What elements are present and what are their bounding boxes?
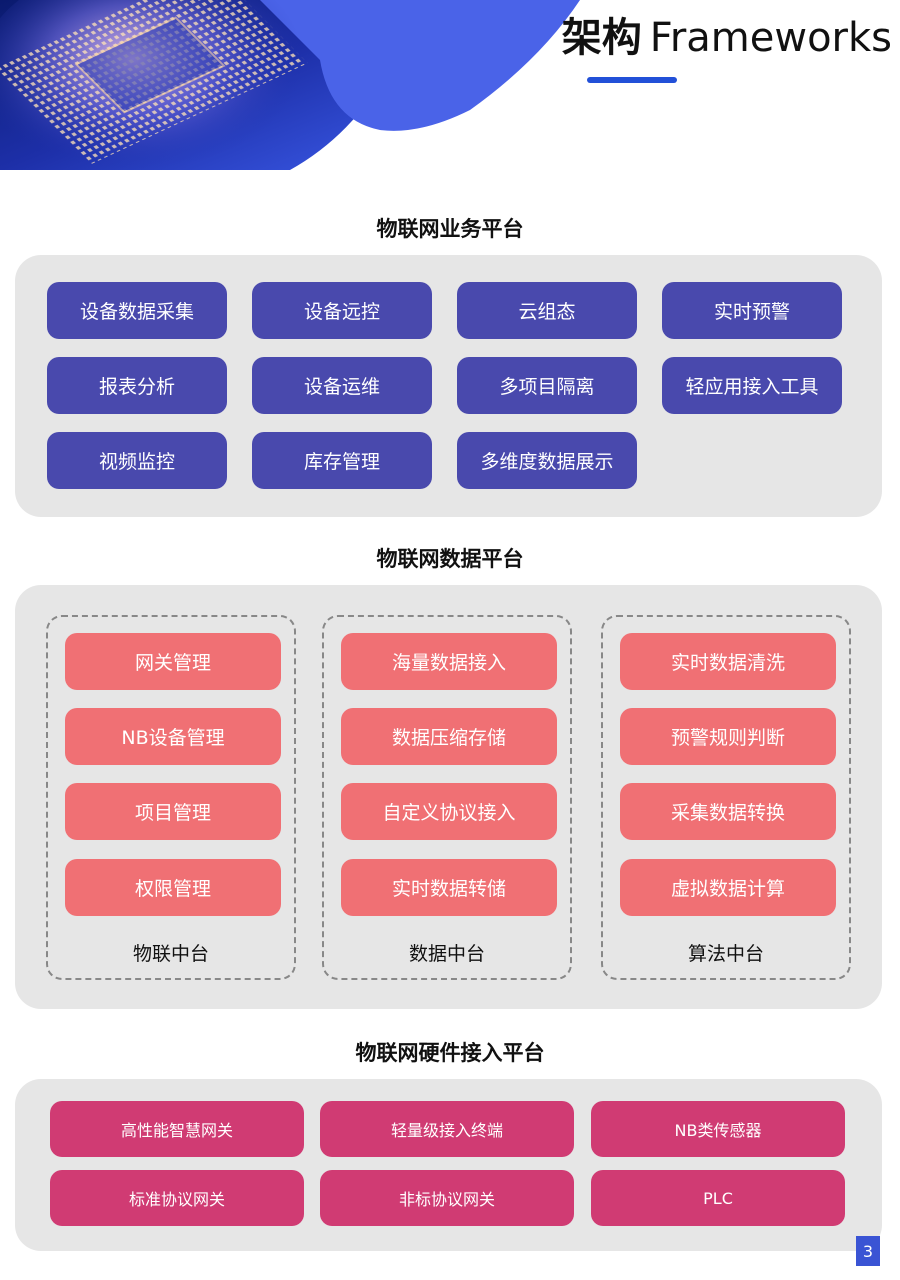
title-chinese: 架构 (561, 15, 642, 61)
business-item[interactable]: 多维度数据展示 (457, 432, 637, 489)
page-number: 3 (856, 1236, 880, 1266)
business-item[interactable]: 设备运维 (252, 357, 432, 414)
hardware-item[interactable]: 高性能智慧网关 (50, 1101, 304, 1157)
business-item[interactable]: 云组态 (457, 282, 637, 339)
data-item[interactable]: 权限管理 (65, 859, 281, 916)
group-label: 物联中台 (132, 943, 209, 965)
chip-illustration (0, 0, 580, 175)
business-item[interactable]: 设备远控 (252, 282, 432, 339)
group-data-middle-platform: 海量数据接入 数据压缩存储 自定义协议接入 实时数据转储 数据中台 (322, 615, 572, 980)
data-item[interactable]: 预警规则判断 (620, 708, 836, 765)
hardware-platform-panel: 高性能智慧网关 轻量级接入终端 NB类传感器 标准协议网关 非标协议网关 PLC (15, 1079, 882, 1251)
hardware-item[interactable]: 标准协议网关 (50, 1170, 304, 1226)
data-platform-panel: 网关管理 NB设备管理 项目管理 权限管理 物联中台 海量数据接入 数据压缩存储… (15, 585, 882, 1009)
title-underline (587, 77, 677, 83)
data-item[interactable]: 虚拟数据计算 (620, 859, 836, 916)
hardware-item[interactable]: PLC (591, 1170, 845, 1226)
data-item[interactable]: 采集数据转换 (620, 783, 836, 840)
business-item[interactable]: 实时预警 (662, 282, 842, 339)
data-item[interactable]: 数据压缩存储 (341, 708, 557, 765)
business-platform-panel: 设备数据采集 设备远控 云组态 实时预警 报表分析 设备运维 多项目隔离 轻应用… (15, 255, 882, 517)
business-item[interactable]: 设备数据采集 (47, 282, 227, 339)
data-item[interactable]: 自定义协议接入 (341, 783, 557, 840)
group-label: 数据中台 (408, 943, 485, 965)
data-item[interactable]: 网关管理 (65, 633, 281, 690)
title-english: Frameworks (649, 15, 892, 61)
business-item[interactable]: 轻应用接入工具 (662, 357, 842, 414)
business-item[interactable]: 视频监控 (47, 432, 227, 489)
data-platform-heading: 物联网数据平台 (376, 547, 524, 571)
data-item[interactable]: 海量数据接入 (341, 633, 557, 690)
business-item[interactable]: 报表分析 (47, 357, 227, 414)
data-item[interactable]: 实时数据清洗 (620, 633, 836, 690)
group-algorithm-middle-platform: 实时数据清洗 预警规则判断 采集数据转换 虚拟数据计算 算法中台 (601, 615, 851, 980)
data-item[interactable]: 项目管理 (65, 783, 281, 840)
business-platform-heading: 物联网业务平台 (376, 217, 524, 241)
hardware-item[interactable]: 轻量级接入终端 (320, 1101, 574, 1157)
data-item[interactable]: 实时数据转储 (341, 859, 557, 916)
group-iot-middle-platform: 网关管理 NB设备管理 项目管理 权限管理 物联中台 (46, 615, 296, 980)
data-item[interactable]: NB设备管理 (65, 708, 281, 765)
hardware-item[interactable]: 非标协议网关 (320, 1170, 574, 1226)
group-label: 算法中台 (687, 943, 764, 965)
hardware-item[interactable]: NB类传感器 (591, 1101, 845, 1157)
business-item[interactable]: 库存管理 (252, 432, 432, 489)
header-banner-image (0, 0, 580, 175)
hardware-platform-heading: 物联网硬件接入平台 (355, 1041, 545, 1065)
business-item[interactable]: 多项目隔离 (457, 357, 637, 414)
